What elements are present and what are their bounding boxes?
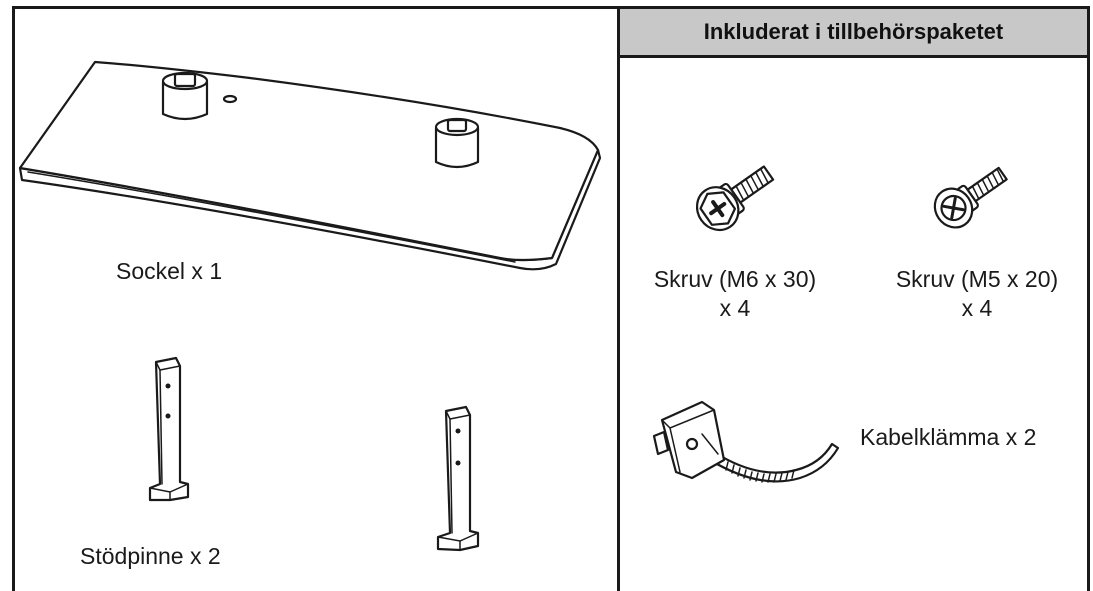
cable-clamp-icon (652, 400, 840, 483)
support-pin-icon (148, 356, 190, 502)
screw-m6-label: Skruv (M6 x 30) x 4 (640, 265, 830, 323)
stand-base-label: Sockel x 1 (116, 258, 223, 284)
screw-m5-icon (933, 166, 1008, 229)
support-pin-icon (436, 405, 480, 552)
frame-divider (617, 6, 620, 591)
screw-m6-icon (695, 165, 775, 232)
screw-m6-label-line1: Skruv (M6 x 30) (653, 266, 817, 292)
screw-m6-label-line2: x 4 (719, 295, 751, 321)
accessory-pack-title: Inkluderat i tillbehörspaketet (703, 19, 1004, 44)
screw-m5-label-line1: Skruv (M5 x 20) (895, 266, 1059, 292)
frame-right-border (1087, 6, 1090, 591)
support-pins-label: Stödpinne x 2 (80, 543, 221, 569)
frame-top-border (12, 6, 1090, 9)
frame-left-border (12, 6, 15, 591)
accessory-pack-header: Inkluderat i tillbehörspaketet (620, 9, 1087, 58)
cable-clamp-label: Kabelklämma x 2 (860, 424, 1037, 450)
screw-m5-label: Skruv (M5 x 20) x 4 (882, 265, 1072, 323)
screw-m5-label-line2: x 4 (961, 295, 993, 321)
stand-base-icon (18, 60, 602, 271)
